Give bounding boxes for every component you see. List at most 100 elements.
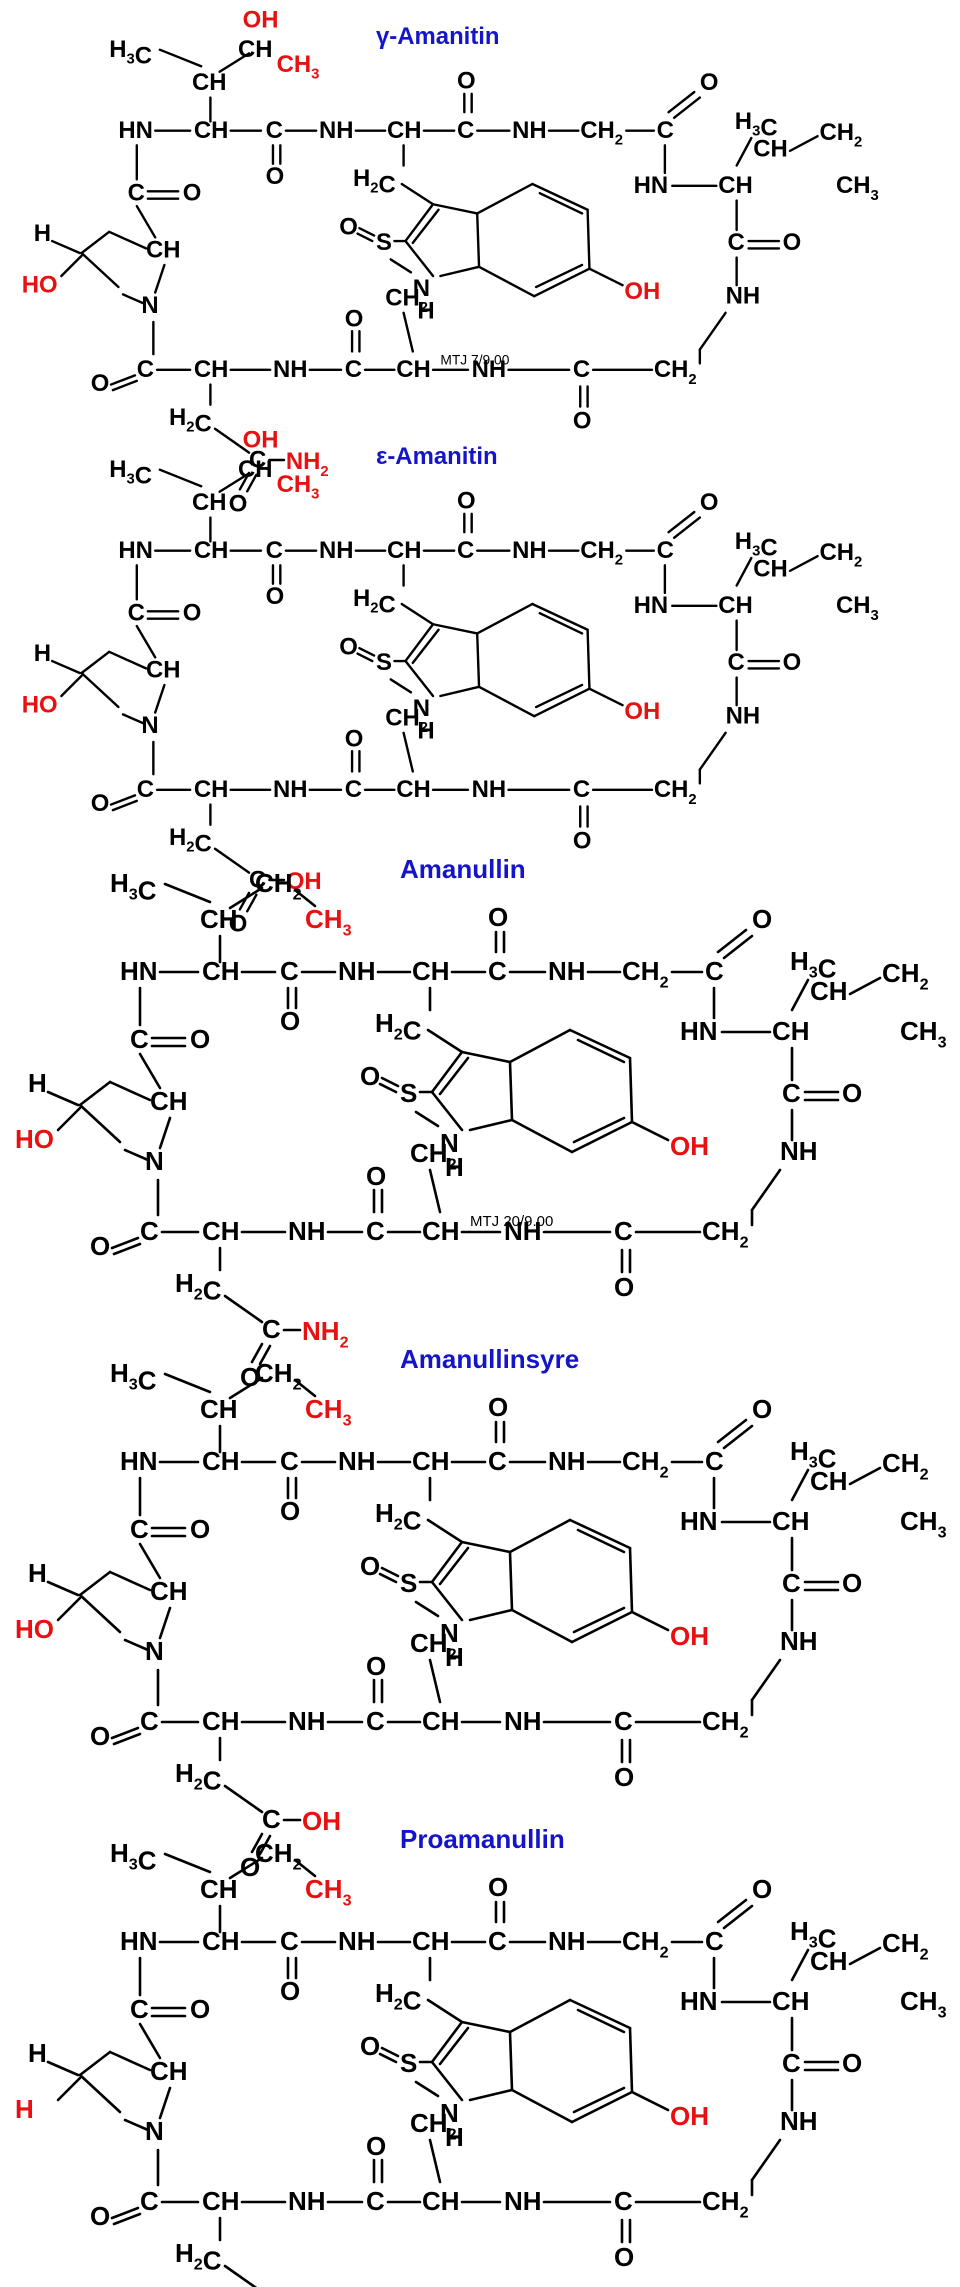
atom-nh: NH	[726, 703, 761, 730]
atom-ch3: CH3	[900, 1016, 947, 1051]
atom-s: S	[400, 1568, 417, 1598]
bond	[356, 232, 374, 243]
atom-o: O	[752, 1394, 772, 1424]
atom-ch: CH	[810, 1946, 848, 1976]
atom-o: O	[345, 726, 364, 753]
atom-c: C	[266, 537, 283, 564]
bond	[716, 1418, 748, 1444]
molecule-title: ε-Amanitin	[376, 443, 498, 470]
atom-c: C	[130, 1994, 149, 2024]
atom-ch2: CH2	[882, 958, 929, 993]
bond	[56, 1106, 82, 1132]
atom-o: O	[614, 2242, 634, 2272]
atom-ch: CH	[718, 592, 753, 619]
atom-ch: CH	[150, 1086, 188, 1116]
atom-c: C	[128, 180, 145, 207]
bond	[628, 2026, 634, 2094]
bond	[108, 2050, 152, 2072]
bond	[460, 2020, 512, 2034]
bond	[111, 379, 138, 392]
bond	[108, 230, 148, 250]
atom-h2c: H2C	[375, 1008, 422, 1045]
bond	[246, 893, 258, 913]
atom-c: C	[705, 956, 724, 986]
atom-h3c: H3C	[735, 108, 778, 142]
atom-o: O	[90, 1721, 110, 1751]
bond	[430, 1540, 464, 1584]
atom-ch: CH	[396, 356, 431, 383]
atom-c: C	[266, 117, 283, 144]
bond	[358, 646, 376, 657]
atom-ch: CH	[202, 1446, 240, 1476]
bond	[138, 1542, 162, 1580]
bond	[56, 1596, 82, 1622]
bond	[572, 1606, 626, 1634]
atom-c: C	[140, 1216, 159, 1246]
atom-ch: CH	[412, 956, 450, 986]
bond	[430, 2020, 464, 2064]
atom-o: O	[614, 1762, 634, 1792]
bond	[476, 602, 534, 635]
bond	[123, 1638, 150, 1652]
atom-h2c: H2C	[375, 1978, 422, 2015]
atom-oh: OH	[670, 2101, 709, 2131]
bond	[533, 267, 591, 298]
atom-c: C	[345, 356, 362, 383]
atom-c: C	[137, 356, 154, 383]
atom-ch: CH	[194, 356, 229, 383]
atom-o: O	[783, 229, 802, 256]
bond	[80, 650, 111, 675]
bond	[460, 1050, 512, 1064]
atom-nh: NH	[548, 1926, 586, 1956]
atom-nh: NH	[273, 776, 308, 803]
atom-ch2: CH2	[385, 284, 428, 316]
atom-c: C	[705, 1926, 724, 1956]
bond	[400, 182, 435, 206]
atom-n: N	[141, 712, 158, 739]
atom-o: O	[339, 634, 358, 661]
atom-nh: NH	[512, 117, 547, 144]
bond	[46, 2060, 80, 2077]
bond	[430, 2060, 464, 2102]
bond	[414, 2080, 440, 2098]
atom-ch2: CH2	[702, 2186, 749, 2221]
atom-h3c: H3C	[790, 1916, 837, 1953]
bond	[460, 1540, 512, 1554]
bond	[135, 624, 157, 659]
bond	[750, 1658, 782, 1702]
bond	[358, 226, 376, 237]
atom-o: O	[280, 1496, 300, 1526]
atom-n: N	[440, 1618, 459, 1648]
atom-nh: NH	[548, 1446, 586, 1476]
signature-text: MTJ 7/9.00	[440, 352, 509, 367]
bond	[380, 1076, 400, 1088]
atom-oh: OH	[670, 1621, 709, 1651]
atom-nh: NH	[512, 537, 547, 564]
atom-nh: NH	[288, 1706, 326, 1736]
atom-ch: CH	[772, 1016, 810, 1046]
atom-o: O	[266, 583, 285, 610]
atom-c: C	[366, 1706, 385, 1736]
bond	[223, 1294, 264, 1324]
atom-ch: CH	[200, 904, 238, 934]
atom-ch: CH	[387, 537, 422, 564]
bond	[138, 2022, 162, 2060]
atom-h: H	[28, 1068, 47, 1098]
bond	[430, 1090, 464, 1132]
atom-oh: OH	[670, 1131, 709, 1161]
atom-ch2: CH2	[622, 956, 669, 991]
bond	[246, 473, 258, 493]
bond	[138, 1052, 162, 1090]
atom-s: S	[400, 2048, 417, 2078]
atom-ch: CH	[150, 2056, 188, 2086]
atom-pro-r: HO	[22, 272, 58, 299]
atom-nh: NH	[273, 356, 308, 383]
signature-text: MTJ 20/9.00	[470, 1213, 553, 1230]
atom-nh: NH	[780, 1136, 818, 1166]
atom-ch: CH	[810, 976, 848, 1006]
bond	[108, 1570, 152, 1592]
bond	[508, 1518, 572, 1554]
